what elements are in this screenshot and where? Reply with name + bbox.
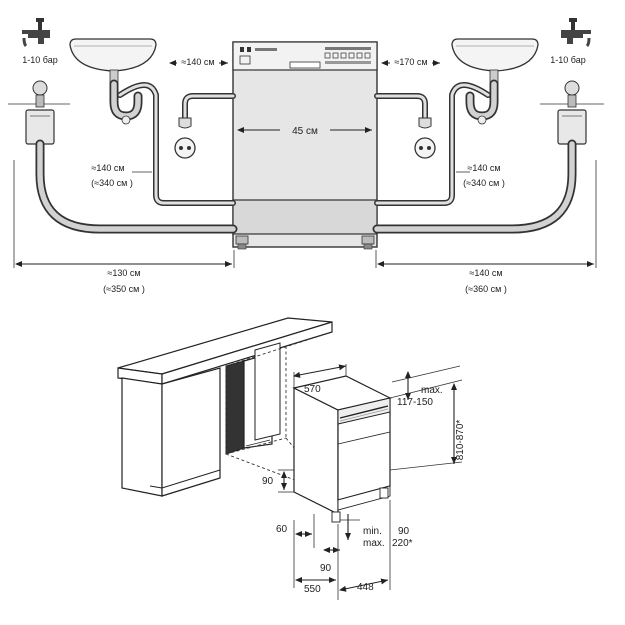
adjustable-foot-right — [361, 235, 375, 250]
drain-hose-right-label: ≈140 см — [467, 163, 500, 173]
faucet-left-icon — [22, 18, 50, 48]
niche-dimensions-diagram: 570 max. 117-150 810-870* 90 — [117, 317, 466, 600]
sink-right-icon — [451, 38, 539, 85]
height-adjust-range-label: 117-150 — [397, 397, 433, 408]
height-adjust-label: max. — [421, 385, 443, 396]
power-cord-right-dimension: ≈170 см — [381, 55, 440, 67]
inlet-hose-left — [35, 139, 238, 234]
foot-gap-label: 90 — [320, 563, 332, 574]
width-label: 45 см — [292, 126, 318, 137]
plinth-min-label: min. — [363, 526, 382, 537]
faucet-right-icon — [561, 18, 591, 48]
niche-height-dimension: 810-870* — [389, 383, 466, 471]
pressure-left-label: 1-10 бар — [22, 55, 57, 65]
inlet-valve-right-icon — [540, 80, 604, 145]
inlet-hose-right-dimension: ≈140 см (≈360 см ) — [375, 160, 597, 294]
depth-570-label: 570 — [304, 384, 321, 395]
power-cord-right — [374, 93, 432, 129]
drain-hose-right — [374, 82, 491, 206]
power-cord-left — [178, 93, 236, 129]
plinth-dimension: min. max. 90 220* — [340, 514, 413, 549]
sink-left-icon — [69, 38, 157, 85]
siphon-right — [465, 79, 499, 125]
dishwasher-body — [292, 375, 392, 523]
control-buttons-right — [324, 47, 371, 64]
dishwasher-foot-icon — [331, 487, 389, 523]
siphon-left — [109, 79, 143, 125]
socket-left-icon — [174, 137, 196, 159]
aquastop-left — [25, 109, 55, 145]
inlet-hose-right-label: ≈140 см — [469, 268, 502, 278]
inlet-hose-left-ext-label: (≈350 см ) — [103, 284, 145, 294]
inlet-hose-left-label: ≈130 см — [107, 268, 140, 278]
inlet-hose-right-ext-label: (≈360 см ) — [465, 284, 507, 294]
power-cord-left-dimension: ≈140 см — [169, 55, 228, 67]
depth-570-dimension: 570 — [293, 364, 347, 395]
aquastop-right — [557, 109, 587, 145]
pressure-right-label: 1-10 бар — [550, 55, 585, 65]
drain-hose-left — [117, 82, 236, 206]
appliance-width-label: 448 — [357, 582, 374, 593]
control-panel — [337, 397, 391, 425]
drain-hose-left-label: ≈140 см — [91, 163, 124, 173]
inlet-hose-left-dimension: ≈130 см (≈350 см ) — [13, 160, 235, 294]
drain-hose-left-ext-label: (≈340 см ) — [91, 178, 133, 188]
plinth-min-value: 90 — [398, 526, 410, 537]
drain-hose-right-ext-label: (≈340 см ) — [463, 178, 505, 188]
kick-depth-dimension: 60 — [276, 514, 315, 548]
foot-gap-dimension: 90 — [320, 547, 340, 574]
appliance-width-dimension: 448 — [339, 500, 391, 593]
height-adjust-dimension: max. 117-150 — [389, 365, 463, 408]
inlet-valve-left-icon — [8, 80, 70, 145]
countertop — [117, 317, 333, 385]
dishwasher-front: 45 см — [232, 41, 378, 250]
inlet-hose-right — [372, 139, 577, 234]
kick-depth-label: 60 — [276, 524, 288, 535]
adjustable-foot-left — [235, 235, 249, 250]
power-cord-right-label: ≈170 см — [394, 57, 427, 67]
plinth — [337, 485, 391, 511]
kick-height-label: 90 — [262, 476, 274, 487]
kick-height-dimension: 90 — [262, 469, 294, 493]
niche-depth-dimension: 550 — [293, 524, 339, 600]
socket-right-icon — [414, 137, 436, 159]
plinth-max-label: max. — [363, 538, 385, 549]
niche-height-label: 810-870* — [455, 420, 466, 461]
plinth-max-value: 220* — [392, 538, 413, 549]
power-cord-left-label: ≈140 см — [181, 57, 214, 67]
niche-depth-label: 550 — [304, 584, 321, 595]
top-installation-diagram: 45 см 1-10 бар 1-10 бар — [8, 18, 604, 294]
kitchen-cabinet — [121, 342, 281, 497]
control-buttons-left — [239, 47, 277, 65]
